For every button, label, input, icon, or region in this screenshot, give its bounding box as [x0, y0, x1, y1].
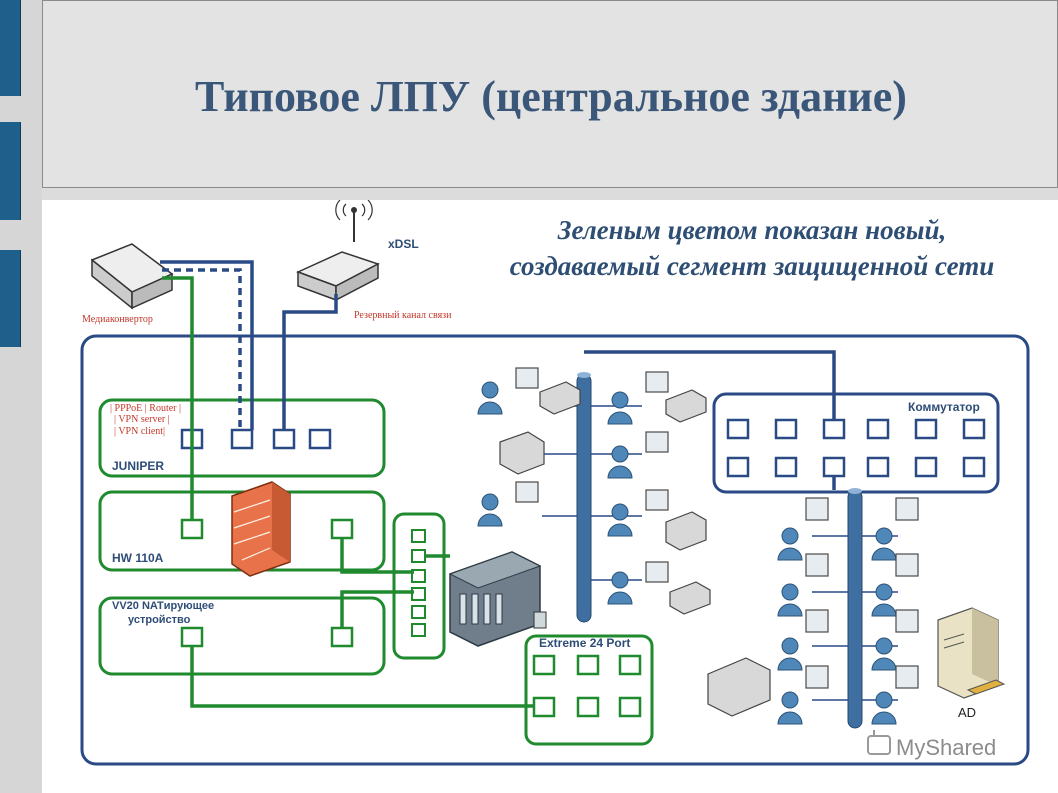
nav-tab-3[interactable]: [0, 250, 21, 347]
vv20-box: [98, 596, 386, 676]
juniper-feature-3: | VPN client|: [114, 426, 165, 437]
diagram-area: Зеленым цветом показан новый, создаваемы…: [42, 200, 1058, 793]
vv20-label-line2: устройство: [128, 614, 191, 626]
juniper-label: JUNIPER: [112, 459, 164, 473]
juniper-feature-1: | PPPoE | Router |: [110, 403, 181, 414]
slide-title: Типовое ЛПУ (центральное здание): [195, 72, 907, 121]
juniper-port-2: [230, 428, 254, 450]
backup-channel-label: Резервный канал связи: [354, 310, 452, 321]
media-converter-icon: [90, 243, 174, 310]
juniper-port-4: [308, 428, 332, 450]
network-diagram: Медиаконвертор xDSL Резервный канал связ…: [80, 200, 1030, 766]
switch-ports: [726, 418, 986, 478]
vv20-label-line1: VV20 NATирующее: [112, 600, 214, 612]
switch-label: Коммутатор: [908, 400, 980, 414]
legend-note-line2: создаваемый сегмент защищенной сети: [509, 251, 995, 281]
extreme-ports: [532, 654, 642, 718]
xdsl-label: xDSL: [388, 237, 419, 251]
ad-label: AD: [958, 705, 976, 720]
left-decoration-strip: [0, 0, 42, 793]
left-backbone: [576, 372, 592, 623]
watermark-logo-icon: [867, 730, 891, 755]
printer-icons: [499, 381, 771, 717]
firewall-icon: [231, 481, 291, 577]
building-frame: [80, 334, 1030, 766]
juniper-box: [98, 398, 386, 478]
green-links: [162, 276, 534, 708]
juniper-feature-2: | VPN server |: [114, 414, 170, 425]
title-panel: Типовое ЛПУ (центральное здание): [42, 0, 1058, 188]
patch-panel-ports: [411, 529, 426, 637]
vv20-port-2: [330, 626, 354, 648]
legend-note: Зеленым цветом показан новый, создаваемы…: [462, 212, 1042, 284]
hw110a-port-2: [330, 518, 354, 540]
monitor-icons: [515, 367, 919, 689]
watermark-text: MyShared: [896, 735, 996, 760]
nav-tab-1[interactable]: [0, 0, 21, 96]
legend-note-line1: Зеленым цветом показан новый,: [557, 215, 947, 245]
extreme-switch-box: [524, 634, 654, 746]
xdsl-modem-icon: [296, 207, 380, 302]
blue-links: [160, 260, 836, 490]
user-icons: [477, 381, 897, 725]
vv20-port-1: [180, 626, 204, 648]
media-converter-label: Медиаконвертор: [82, 314, 153, 325]
extreme-label: Extreme 24 Port: [539, 636, 630, 650]
hw110a-label: HW 110A: [112, 551, 164, 565]
nav-tab-2[interactable]: [0, 122, 21, 220]
wireless-signal-icon: [335, 200, 373, 221]
right-backbone: [847, 488, 863, 729]
hw110a-port-1: [180, 518, 204, 540]
juniper-port-3: [272, 428, 296, 450]
patch-panel: [392, 512, 446, 660]
ad-server-icon: [937, 607, 1006, 699]
extreme-server-icon: [448, 551, 547, 647]
